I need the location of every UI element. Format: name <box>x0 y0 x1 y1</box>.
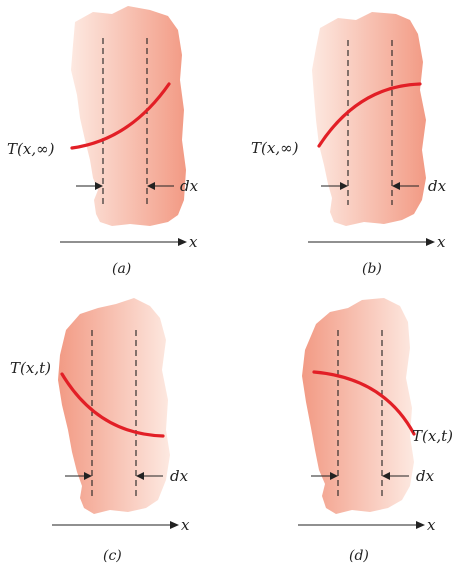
panel-d: T(x,t) dx x (d) <box>298 298 453 564</box>
dx-label: dx <box>180 177 199 195</box>
dx-label: dx <box>416 467 435 485</box>
curve-label: T(x,t) <box>412 427 453 445</box>
dx-label: dx <box>170 467 189 485</box>
curve-label: T(x,∞) <box>251 139 299 157</box>
curve-label: T(x,∞) <box>7 140 55 158</box>
body-shape <box>312 12 426 226</box>
dx-label: dx <box>428 177 447 195</box>
curve-label: T(x,t) <box>10 359 51 377</box>
body-shape <box>58 298 170 514</box>
x-axis-arrowhead <box>170 521 179 529</box>
x-axis-arrowhead <box>178 238 187 246</box>
body-shape <box>71 6 186 226</box>
panel-caption: (b) <box>362 261 382 277</box>
x-axis-label: x <box>427 516 436 534</box>
x-axis-label: x <box>189 233 198 251</box>
x-axis-label: x <box>437 233 446 251</box>
panel-caption: (a) <box>112 261 131 277</box>
x-axis-arrowhead <box>426 238 435 246</box>
panel-caption: (d) <box>349 548 369 564</box>
panel-c: T(x,t) dx x (c) <box>10 298 190 564</box>
x-axis-arrowhead <box>416 521 425 529</box>
panel-a: T(x,∞) dx x (a) <box>7 6 199 277</box>
panel-caption: (c) <box>103 548 122 564</box>
body-shape <box>302 298 414 514</box>
x-axis-label: x <box>181 516 190 534</box>
panel-b: T(x,∞) dx x (b) <box>251 12 447 277</box>
